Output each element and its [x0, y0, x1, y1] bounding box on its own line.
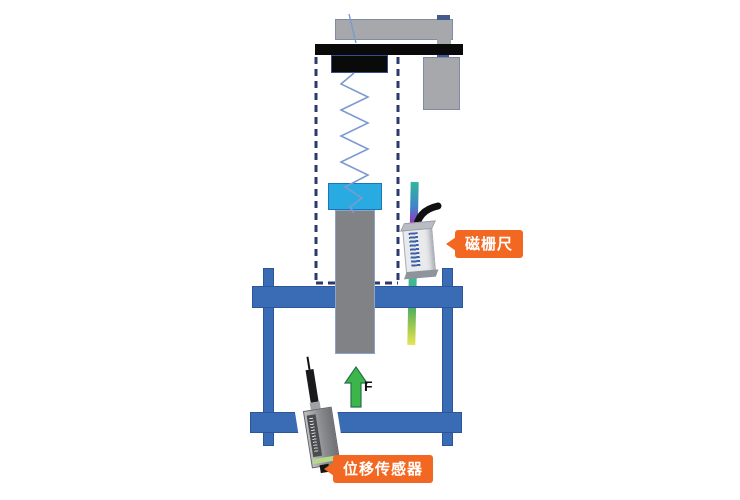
- crossbar-black: [315, 44, 463, 55]
- spring-mount-block: [331, 55, 388, 73]
- crosshead-top-bar: [335, 19, 453, 40]
- magnetic-scale-callout-label: 磁栅尺: [465, 236, 514, 253]
- displacement-sensor-callout: 位移传感器: [324, 455, 434, 483]
- sensor-probe-rod: [305, 368, 319, 403]
- press-block-cyan: [328, 183, 382, 210]
- frame-post-left: [263, 268, 274, 446]
- crosshead-top-tab: [437, 15, 450, 20]
- callout-arrow-left-icon: [324, 462, 334, 476]
- callout-arrow-left-icon: [446, 237, 456, 251]
- right-gray-block: [423, 57, 460, 110]
- magnetic-scale-callout: 磁栅尺: [446, 230, 524, 258]
- force-label: F: [364, 378, 373, 394]
- displacement-sensor-callout-label: 位移传感器: [343, 461, 424, 478]
- crosshead-connector: [437, 39, 451, 46]
- sensor-probe-tip: [306, 356, 311, 370]
- ram-column: [335, 210, 375, 354]
- frame-post-right: [442, 268, 453, 446]
